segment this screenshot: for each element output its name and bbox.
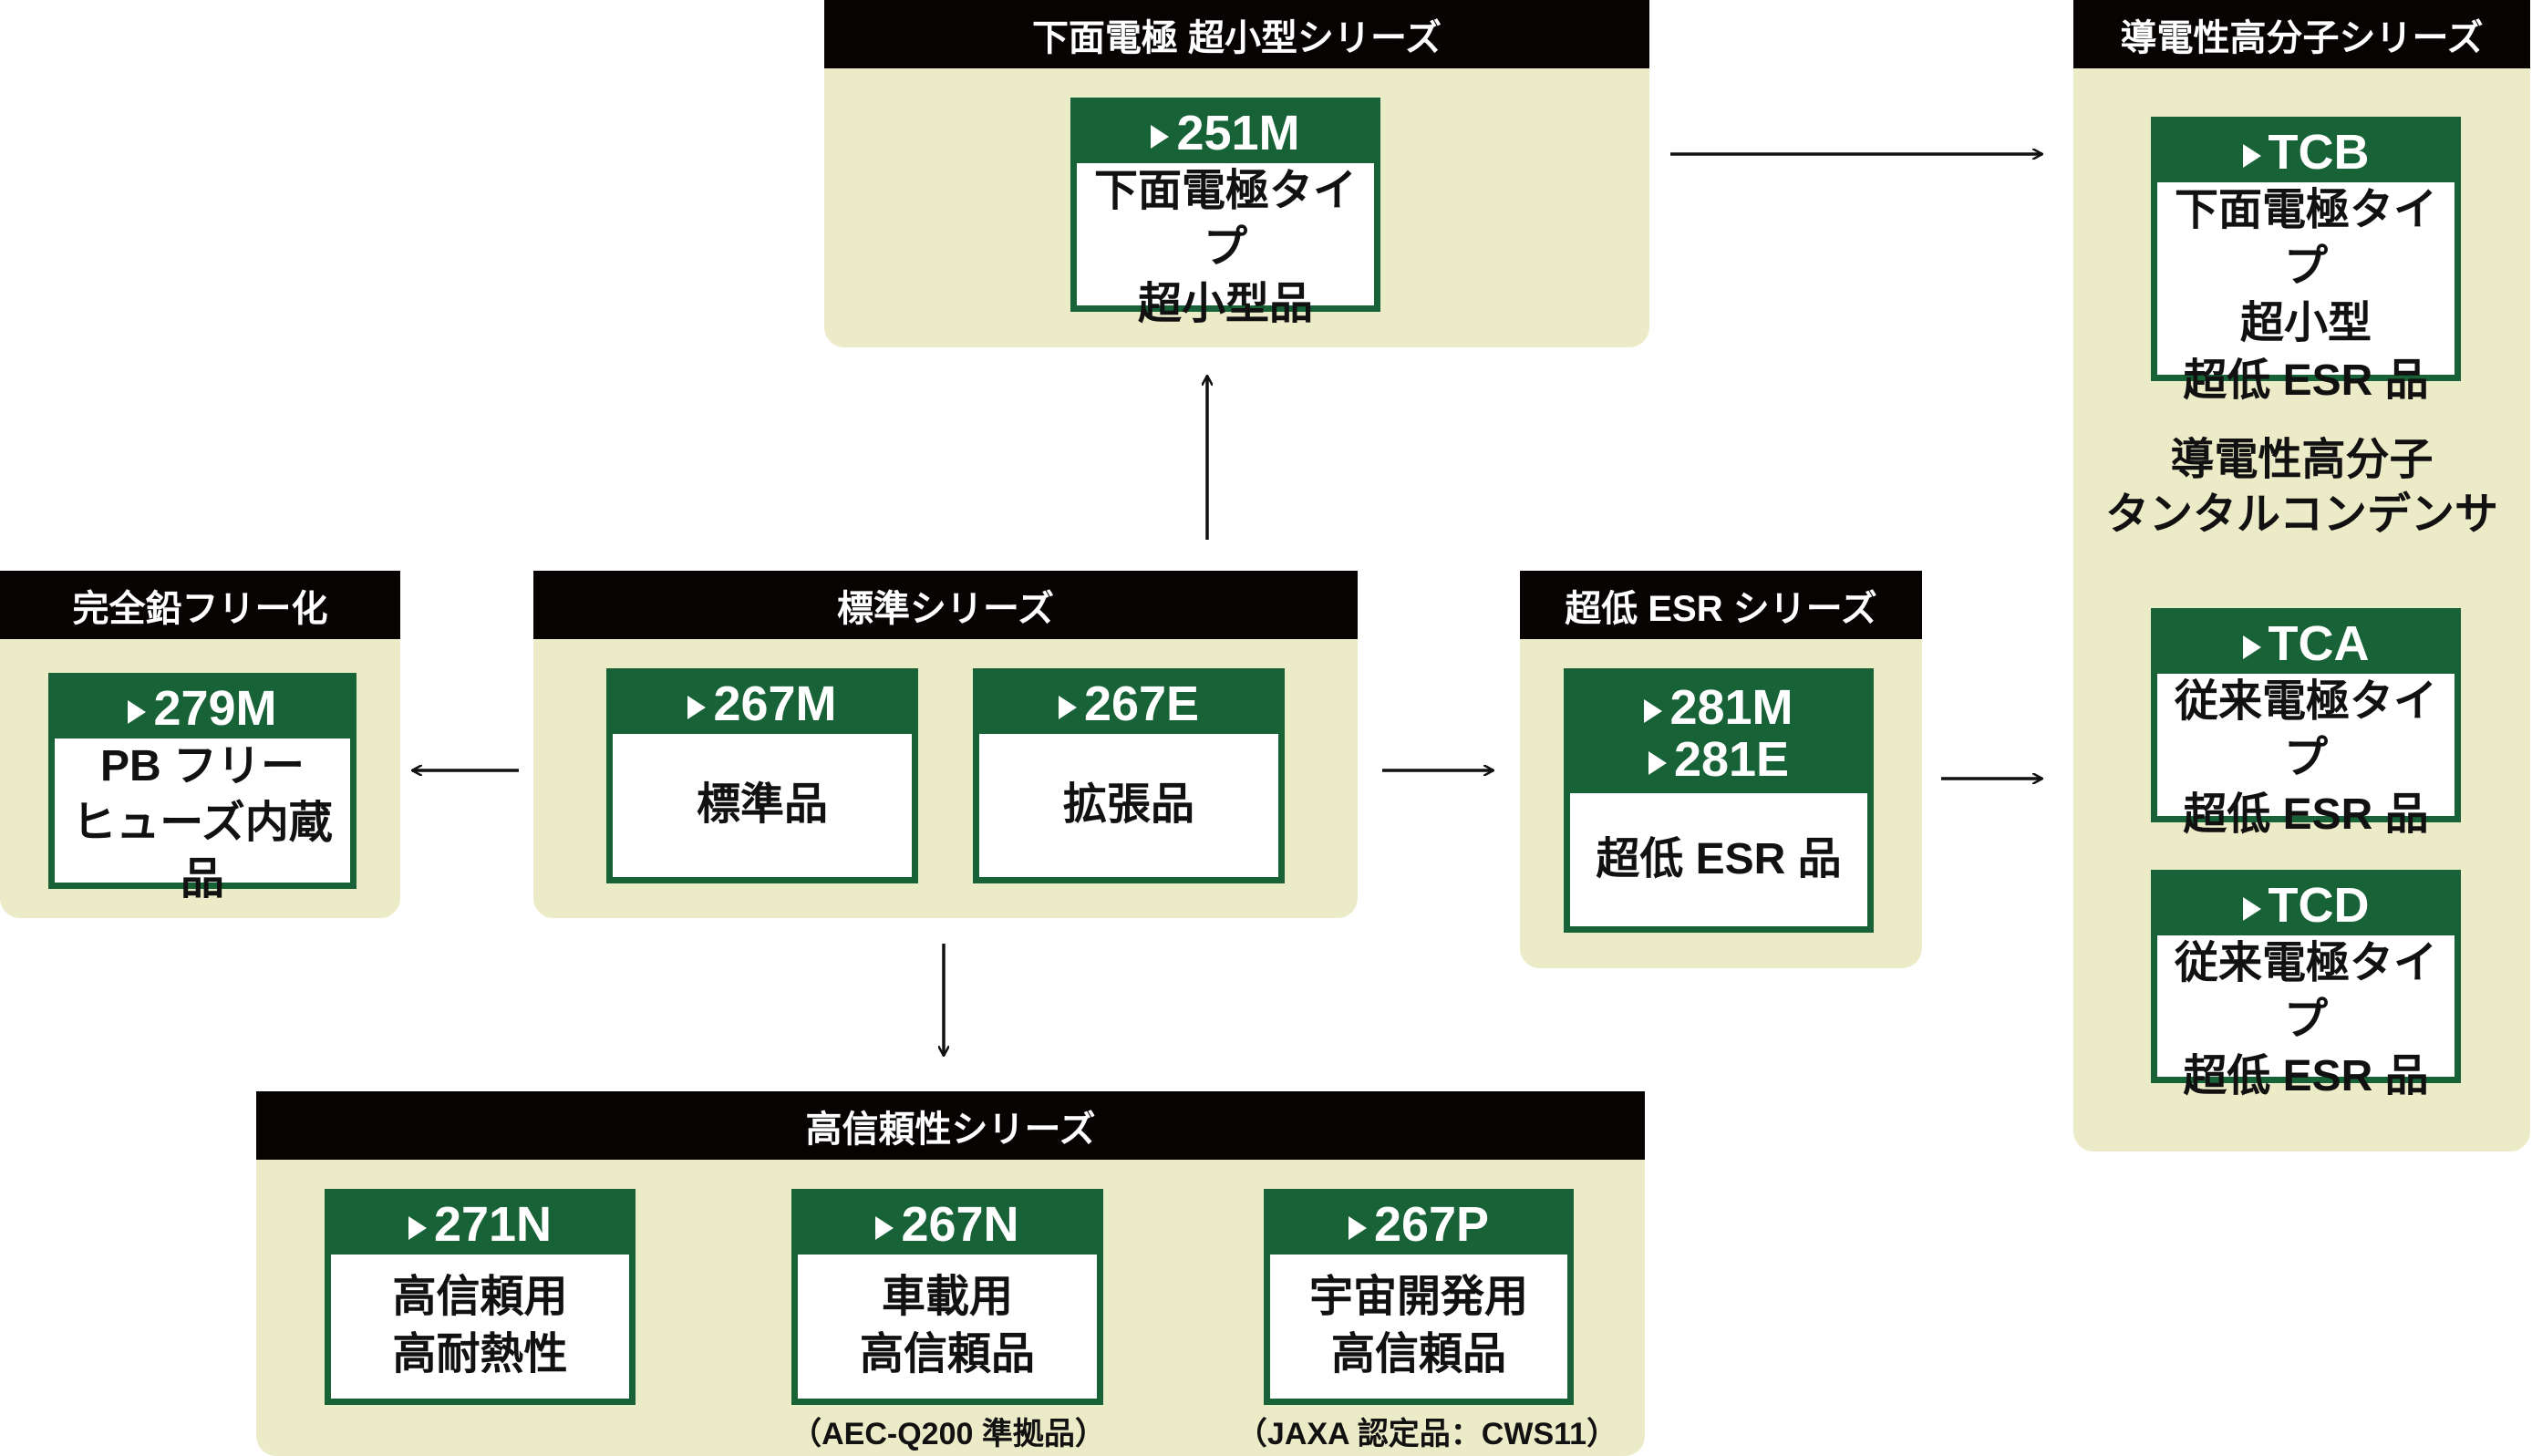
card-text: ヒューズ内蔵品 (72, 799, 333, 904)
card-text: 下面電極タイプ (2174, 185, 2437, 292)
description-line: 導電性高分子 (2170, 436, 2434, 484)
product-card-tcb[interactable]: TCB 下面電極タイプ超小型超低 ESR 品 (2151, 117, 2461, 405)
card-text: 超小型品 (1137, 280, 1313, 329)
card-text: 高信頼品 (859, 1329, 1035, 1379)
polymer-description: 導電性高分子タンタルコンデンサ (2073, 433, 2530, 542)
panel-title: 超低 ESR シリーズ (1520, 571, 1922, 639)
card-text: 従来電極タイプ (2174, 676, 2437, 783)
product-code: 267P (1349, 1199, 1489, 1251)
product-card-267m[interactable]: 267M 標準品 (606, 668, 918, 883)
product-code: 271N (408, 1199, 552, 1251)
product-card-279m[interactable]: 279M PB フリーヒューズ内蔵品 (48, 673, 357, 904)
panel-title: 標準シリーズ (533, 571, 1358, 639)
panel-lead-free: 完全鉛フリー化 279M PB フリーヒューズ内蔵品 (0, 571, 400, 918)
panel-standard-series: 標準シリーズ 267M 標準品 267E 拡張品 (533, 571, 1358, 918)
product-card-267p[interactable]: 267P 宇宙開発用高信頼品 (1264, 1189, 1574, 1405)
product-code: 279M (128, 683, 276, 735)
product-code: TCD (2243, 880, 2370, 932)
card-text: 宇宙開発用 (1308, 1273, 1528, 1322)
panel-title: 下面電極 超小型シリーズ (824, 0, 1649, 68)
card-text: 拡張品 (1062, 780, 1194, 830)
card-text: 高信頼品 (1330, 1329, 1506, 1379)
product-code: 281M (1644, 682, 1793, 734)
panel-polymer-series: 導電性高分子シリーズ TCB 下面電極タイプ超小型超低 ESR 品 TCA 従来… (2073, 0, 2530, 1151)
product-code: 267N (875, 1199, 1018, 1251)
card-text: 車載用 (881, 1273, 1013, 1322)
panel-title: 完全鉛フリー化 (0, 571, 400, 639)
product-code: TCA (2243, 618, 2370, 670)
card-text: 超小型 (2239, 299, 2372, 348)
note-aec-q200: （AEC-Q200 準拠品） (791, 1417, 1106, 1451)
card-text: 超低 ESR 品 (2183, 1052, 2429, 1101)
card-text: PB フリー (99, 741, 305, 790)
product-card-271n[interactable]: 271N 高信頼用高耐熱性 (325, 1189, 636, 1405)
card-text: 超低 ESR 品 (2183, 790, 2429, 840)
panel-bottom-electrode-series: 下面電極 超小型シリーズ 251M 下面電極タイプ超小型品 (824, 0, 1649, 347)
panel-title: 高信頼性シリーズ (256, 1091, 1645, 1160)
card-text: 下面電極タイプ (1093, 166, 1357, 273)
card-text: 超低 ESR 品 (2183, 356, 2429, 405)
product-code: TCB (2243, 127, 2370, 179)
card-text: 従来電極タイプ (2174, 938, 2437, 1045)
card-text: 高耐熱性 (392, 1329, 568, 1379)
product-code: 281E (1648, 734, 1789, 786)
card-text: 超低 ESR 品 (1596, 834, 1842, 883)
description-line: タンタルコンデンサ (2104, 490, 2499, 539)
product-code: 267E (1059, 678, 1199, 730)
panel-title: 導電性高分子シリーズ (2073, 0, 2530, 68)
note-jaxa: （JAXA 認定品：CWS11） (1235, 1417, 1618, 1451)
product-card-tca[interactable]: TCA 従来電極タイプ超低 ESR 品 (2151, 608, 2461, 839)
product-card-251m[interactable]: 251M 下面電極タイプ超小型品 (1070, 98, 1380, 328)
product-code: 251M (1151, 108, 1299, 160)
card-text: 高信頼用 (392, 1273, 568, 1322)
product-card-tcd[interactable]: TCD 従来電極タイプ超低 ESR 品 (2151, 870, 2461, 1100)
card-text: 標準品 (696, 780, 828, 830)
product-card-267n[interactable]: 267N 車載用高信頼品 (791, 1189, 1103, 1405)
product-code: 267M (687, 678, 836, 730)
panel-high-reliability-series: 高信頼性シリーズ 271N 高信頼用高耐熱性 267N 車載用高信頼品 267P… (256, 1091, 1645, 1456)
product-card-267e[interactable]: 267E 拡張品 (973, 668, 1285, 883)
